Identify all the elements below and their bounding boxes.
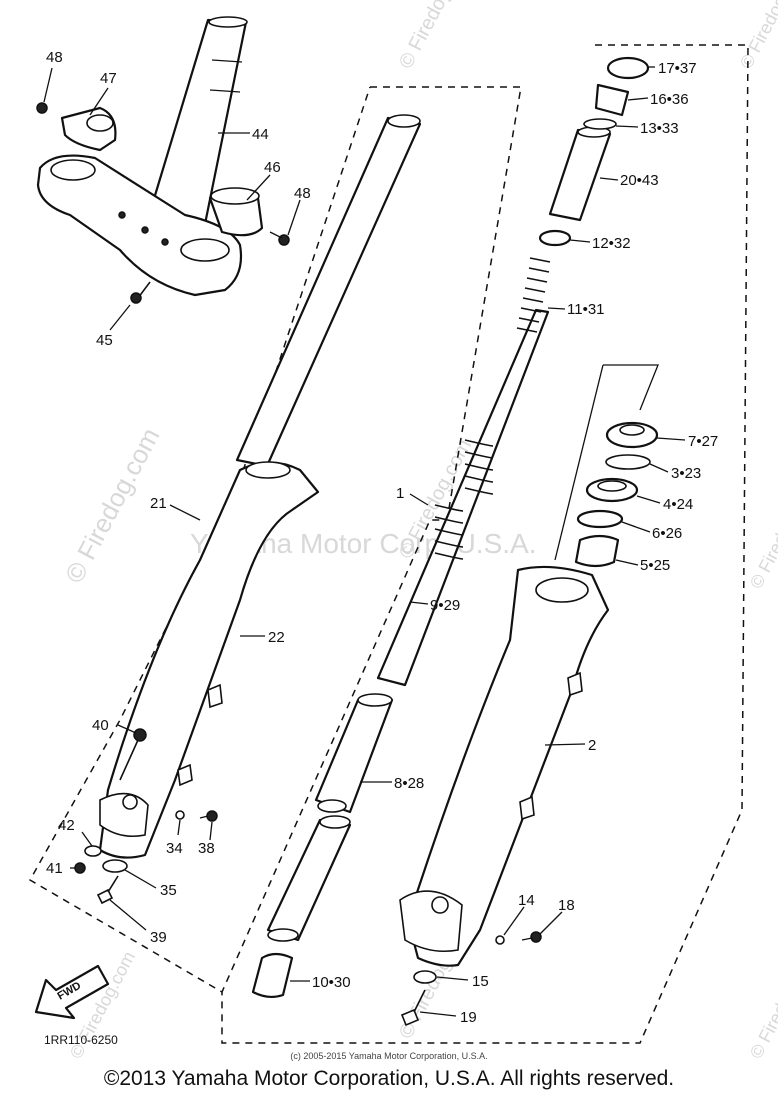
outline-bushings — [603, 364, 659, 411]
watermark-top: © Firedog.com — [395, 0, 476, 72]
callout-35: 35 — [160, 882, 177, 899]
seat-12 — [538, 229, 572, 247]
callout-1: 1 — [396, 485, 404, 502]
hardware — [74, 728, 542, 1027]
callout-44: 44 — [252, 126, 269, 143]
seal-stack — [574, 421, 659, 568]
callout-14: 14 — [518, 892, 535, 909]
bolt-45 — [130, 281, 151, 304]
bolt-48-left — [36, 102, 48, 114]
callout-20-43: 20•43 — [620, 172, 659, 189]
watermark-right-top: © Firedog.com — [736, 0, 778, 72]
callout-2: 2 — [588, 737, 596, 754]
callout-12-32: 12•32 — [592, 235, 631, 252]
callout-labels: 48 47 44 46 48 45 17•37 16•36 13•33 20•4… — [46, 49, 718, 1026]
tubes-lower — [251, 693, 394, 999]
washer-6 — [576, 509, 624, 529]
callout-41: 41 — [46, 860, 63, 877]
spring-lower — [434, 439, 494, 560]
fwd-arrow-icon: FWD — [34, 964, 110, 1020]
callout-21: 21 — [150, 495, 167, 512]
callout-38: 38 — [198, 840, 215, 857]
callout-15: 15 — [472, 973, 489, 990]
callout-3-23: 3•23 — [671, 465, 701, 482]
callout-4-24: 4•24 — [663, 496, 693, 513]
washer-15 — [413, 970, 437, 984]
leader-lines — [43, 66, 686, 1017]
bushing-5 — [574, 534, 620, 568]
callout-6-26: 6•26 — [652, 525, 682, 542]
washer-34 — [175, 810, 185, 820]
callout-47: 47 — [100, 70, 117, 87]
callout-17-37: 17•37 — [658, 60, 697, 77]
bolt-39 — [96, 875, 119, 905]
callout-9-29: 9•29 — [430, 597, 460, 614]
tube-8 — [314, 698, 394, 814]
washer-35 — [102, 859, 128, 873]
washer-14 — [495, 935, 505, 945]
callout-39: 39 — [150, 929, 167, 946]
diagram-code: 1RR110-6250 — [44, 1033, 118, 1047]
copyright-notice: ©2013 Yamaha Motor Corporation, U.S.A. A… — [103, 1067, 675, 1090]
watermark-right-mid: © Firedog.com — [746, 478, 778, 592]
bolt-18 — [521, 931, 542, 943]
callout-40: 40 — [92, 717, 109, 734]
callout-8-28: 8•28 — [394, 775, 424, 792]
tube-10-lower — [251, 952, 294, 999]
bolt-40 — [119, 728, 147, 781]
watermark-right-bottom: © Firedog.com — [746, 948, 778, 1062]
oring-13 — [583, 118, 617, 130]
callout-7-27: 7•27 — [688, 433, 718, 450]
steering-assembly — [36, 16, 290, 304]
callout-48-upper: 48 — [46, 49, 63, 66]
callout-46: 46 — [264, 159, 281, 176]
clip-3 — [605, 454, 651, 470]
tube-10-upper — [266, 818, 352, 942]
bolt-19 — [400, 989, 426, 1027]
spring-11 — [516, 257, 551, 333]
callout-19: 19 — [460, 1009, 477, 1026]
nut-41 — [74, 862, 86, 874]
callout-5-25: 5•25 — [640, 557, 670, 574]
outline-right-fork — [221, 44, 749, 1044]
small-copyright: (c) 2005-2015 Yamaha Motor Corporation, … — [290, 1051, 488, 1061]
callout-18: 18 — [558, 897, 575, 914]
cap-17 — [606, 56, 650, 80]
outer-tube-2 — [399, 565, 610, 967]
bolt-48-right — [269, 231, 290, 246]
outer-tube-22 — [98, 461, 320, 859]
callout-42: 42 — [58, 817, 75, 834]
cap-bolt-16 — [594, 83, 630, 117]
bolt-38 — [199, 810, 218, 822]
callout-11-31: 11•31 — [567, 301, 605, 318]
under-bracket — [36, 154, 243, 297]
callout-48-lower: 48 — [294, 185, 311, 202]
callout-13-33: 13•33 — [640, 120, 679, 137]
damper-assembly — [376, 56, 650, 687]
spacer-tube-20 — [548, 128, 612, 222]
callout-16-36: 16•36 — [650, 91, 689, 108]
callout-45: 45 — [96, 332, 113, 349]
callout-34: 34 — [166, 840, 183, 857]
plug-42 — [84, 845, 102, 857]
callout-10-30: 10•30 — [312, 974, 351, 991]
callout-22: 22 — [268, 629, 285, 646]
